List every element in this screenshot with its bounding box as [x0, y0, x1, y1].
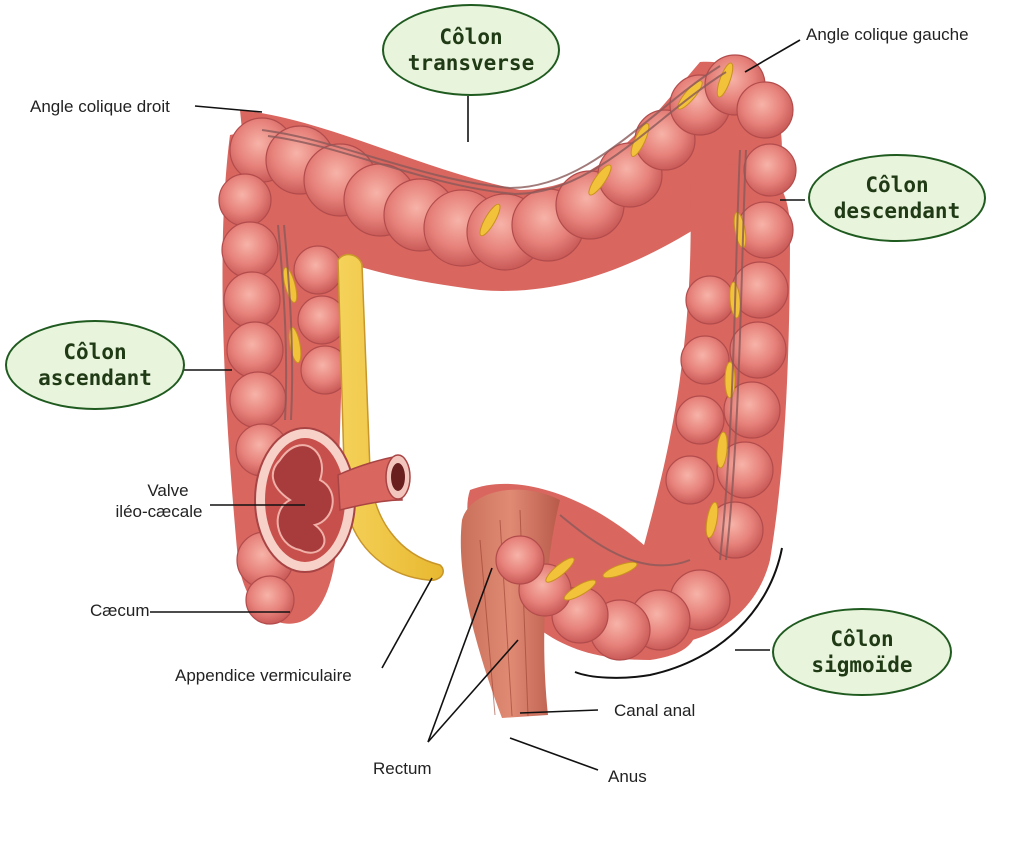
label-angle-colique-droit: Angle colique droit: [30, 97, 170, 116]
bubble-colon-descendant: Côlon descendant: [808, 154, 986, 242]
haustrum: [716, 441, 774, 499]
bubble-colon-transverse: Côlon transverse: [382, 4, 560, 96]
label-valve-line2: iléo-cæcale: [115, 502, 203, 521]
bubble-ascendant-line1: Côlon: [63, 340, 127, 364]
label-angle-colique-gauche: Angle colique gauche: [806, 25, 969, 44]
haustrum: [685, 275, 735, 325]
haustrum: [226, 321, 284, 379]
haustrum: [729, 321, 787, 379]
epiploic-appendage: [705, 501, 719, 539]
haustrum: [736, 81, 794, 139]
epiploic-appendage: [479, 203, 501, 237]
bubble-colon-sigmoide: Côlon sigmoïde: [772, 608, 952, 696]
label-caecum: Cæcum: [90, 601, 150, 620]
epiploic-appendage: [602, 561, 638, 579]
bubble-sigmoide-line2: sigmoïde: [811, 653, 913, 677]
bubble-descendant-line1: Côlon: [865, 173, 929, 197]
haustrum: [680, 335, 730, 385]
ileocecal-valve: [254, 427, 411, 573]
haustrum: [218, 173, 272, 227]
sigmoid-bracket: [574, 547, 783, 679]
label-rectum: Rectum: [373, 759, 432, 778]
bubble-descendant-line2: descendant: [833, 199, 961, 223]
leader-lines: [150, 39, 805, 771]
epiploic-appendage: [716, 62, 734, 98]
haustrum: [743, 143, 797, 197]
haustrum: [223, 271, 281, 329]
epiploic-appendage: [282, 267, 298, 303]
bubble-transverse-line1: Côlon: [439, 25, 503, 49]
epiploic-appendage: [545, 557, 575, 583]
epiploic-appendage: [630, 123, 650, 157]
label-valve-line1: Valve: [147, 481, 189, 500]
label-anus: Anus: [608, 767, 647, 786]
haustrum: [495, 535, 545, 585]
haustrum: [293, 245, 343, 295]
epiploic-appendage: [563, 579, 597, 601]
haustrum: [221, 221, 279, 279]
haustrum: [675, 395, 725, 445]
bubble-transverse-line2: transverse: [407, 51, 535, 75]
bubble-sigmoide-line1: Côlon: [830, 627, 894, 651]
haustra: [218, 54, 797, 661]
haustrum: [229, 371, 287, 429]
appendix-shape: [337, 253, 444, 581]
haustrum: [665, 455, 715, 505]
bubble-colon-ascendant: Côlon ascendant: [5, 320, 185, 410]
label-valve: Valve iléo-cæcale: [116, 480, 208, 522]
haustrum: [245, 575, 295, 625]
label-appendice: Appendice vermiculaire: [175, 666, 352, 685]
bubble-ascendant-line2: ascendant: [38, 366, 152, 390]
epiploic-appendage: [716, 431, 728, 469]
epiploic-appendage: [588, 164, 612, 196]
label-canal-anal: Canal anal: [614, 701, 696, 720]
